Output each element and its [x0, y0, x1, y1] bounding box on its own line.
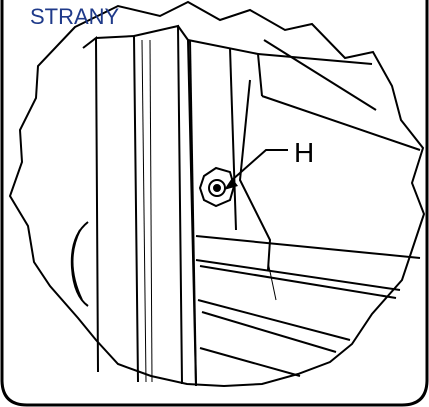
side-panel — [187, 39, 421, 387]
callout-label: H — [294, 137, 314, 168]
arrow-leader-icon — [224, 149, 288, 190]
bolt-head-icon — [198, 166, 236, 208]
section-title: STRANY — [30, 4, 120, 29]
hub-part — [70, 221, 89, 307]
frame-post — [82, 24, 197, 387]
bottom-rail — [195, 235, 421, 377]
